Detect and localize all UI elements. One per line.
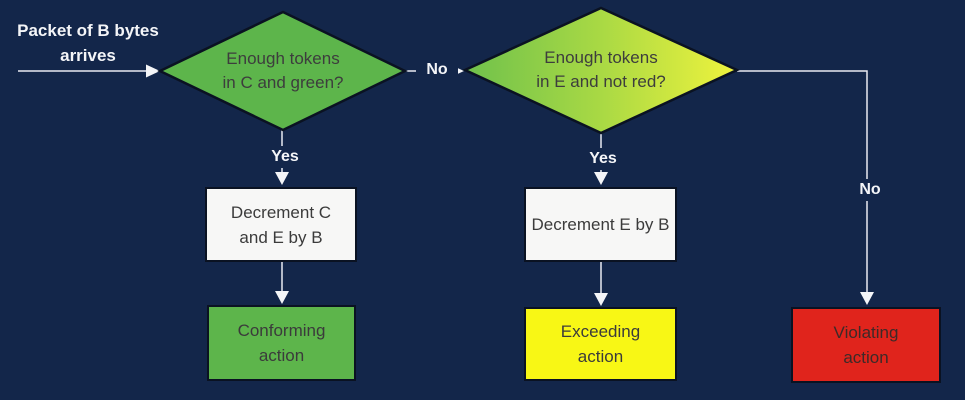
decision-green-label: Enough tokens in C and green? — [222, 49, 344, 92]
process-box-decrement-e[interactable]: Decrement E by B — [524, 187, 677, 262]
yes-middle-arrowhead-icon — [594, 172, 608, 185]
action-box-violating[interactable]: Violating action — [791, 307, 941, 383]
no-right-line — [737, 70, 868, 292]
exceeding-arrowhead-icon — [594, 293, 608, 306]
conforming-arrowhead-icon — [275, 291, 289, 304]
process-box-decrement-c-e[interactable]: Decrement C and E by B — [205, 187, 357, 262]
edge-label-yes-middle: Yes — [580, 148, 626, 170]
decision-diamond-yellow[interactable] — [462, 6, 740, 135]
start-label: Packet of B bytes arrives — [17, 21, 159, 65]
edge-label-no-between: No — [416, 59, 458, 81]
decision-diamond-green[interactable] — [157, 10, 408, 132]
start-arrowhead-icon — [146, 64, 160, 78]
decision-yellow-label: Enough tokens in E and not red? — [536, 48, 666, 91]
yes-left-arrowhead-icon — [275, 172, 289, 185]
edge-label-yes-left: Yes — [262, 146, 308, 168]
action-box-conforming[interactable]: Conforming action — [207, 305, 356, 381]
action-box-exceeding[interactable]: Exceeding action — [524, 307, 677, 381]
violating-arrowhead-icon — [860, 292, 874, 305]
edge-label-no-right: No — [847, 179, 893, 201]
